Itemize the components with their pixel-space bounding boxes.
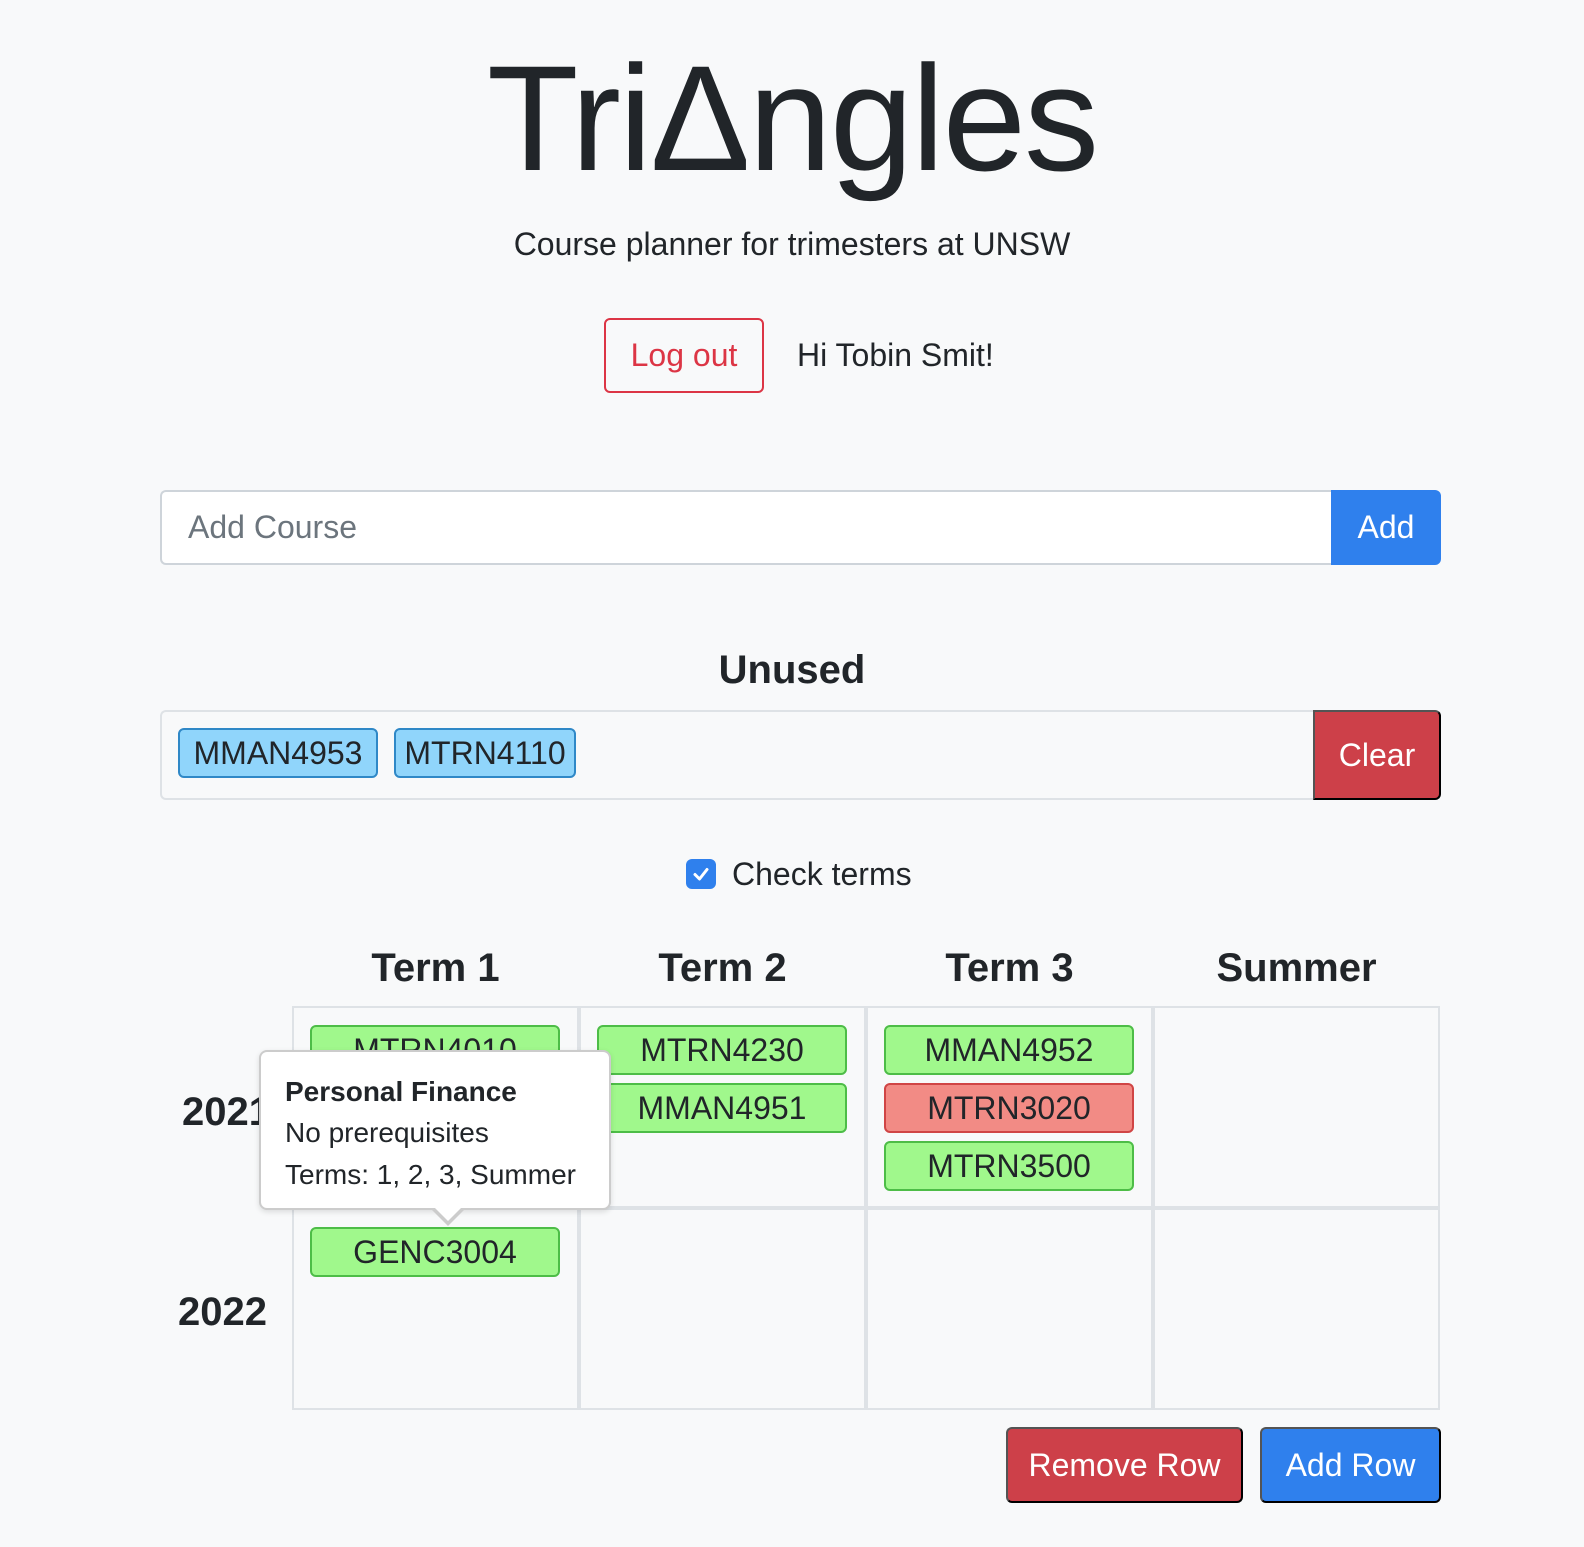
course-chip[interactable]: MMAN4952 — [884, 1025, 1134, 1075]
course-chip[interactable]: MTRN4230 — [597, 1025, 847, 1075]
check-terms-label: Check terms — [732, 856, 912, 892]
unused-heading: Unused — [718, 648, 866, 692]
year-label-2022: 2022 — [178, 1290, 267, 1334]
tooltip-course-title: Personal Finance — [285, 1076, 517, 1107]
app-title: TriΔngles — [486, 34, 1099, 202]
unused-courses-area[interactable]: MMAN4953 MTRN4110 — [160, 710, 1313, 800]
course-chip[interactable]: MMAN4951 — [597, 1083, 847, 1133]
year-label-2021: 2021 — [182, 1090, 271, 1134]
unused-course-chip[interactable]: MTRN4110 — [394, 728, 576, 778]
planner-cell-2021-term2[interactable]: MTRN4230 MMAN4951 — [579, 1006, 866, 1208]
check-terms-toggle[interactable]: Check terms — [686, 854, 912, 894]
tooltip-arrow — [430, 1205, 466, 1226]
add-course-input[interactable] — [160, 490, 1331, 565]
add-course-button[interactable]: Add — [1331, 490, 1441, 565]
logout-button[interactable]: Log out — [604, 318, 764, 393]
clear-unused-button[interactable]: Clear — [1313, 710, 1441, 800]
tooltip-prerequisites: No prerequisites — [285, 1117, 489, 1148]
planner-cell-2022-term2[interactable] — [579, 1208, 866, 1410]
planner-cell-2021-summer[interactable] — [1153, 1006, 1440, 1208]
course-chip-invalid[interactable]: MTRN3020 — [884, 1083, 1134, 1133]
course-chip[interactable]: MTRN3500 — [884, 1141, 1134, 1191]
check-terms-checkbox[interactable] — [686, 859, 716, 889]
term-header-3: Term 3 — [945, 946, 1074, 990]
unused-course-chip[interactable]: MMAN4953 — [178, 728, 378, 778]
planner-cell-2022-summer[interactable] — [1153, 1208, 1440, 1410]
add-row-button[interactable]: Add Row — [1260, 1427, 1441, 1503]
tooltip-terms: Terms: 1, 2, 3, Summer — [285, 1159, 576, 1190]
user-greeting: Hi Tobin Smit! — [797, 337, 994, 373]
planner-cell-2022-term3[interactable] — [866, 1208, 1153, 1410]
planner-cell-2021-term3[interactable]: MMAN4952 MTRN3020 MTRN3500 — [866, 1006, 1153, 1208]
term-header-2: Term 2 — [658, 946, 787, 990]
planner-cell-2022-term1[interactable]: GENC3004 — [292, 1208, 579, 1410]
course-chip[interactable]: GENC3004 — [310, 1227, 560, 1277]
remove-row-button[interactable]: Remove Row — [1006, 1427, 1243, 1503]
app-subtitle: Course planner for trimesters at UNSW — [513, 226, 1071, 262]
course-tooltip: Personal Finance No prerequisites Terms:… — [259, 1050, 611, 1210]
term-header-summer: Summer — [1216, 946, 1377, 990]
term-header-1: Term 1 — [371, 946, 500, 990]
checkmark-icon — [693, 868, 709, 881]
